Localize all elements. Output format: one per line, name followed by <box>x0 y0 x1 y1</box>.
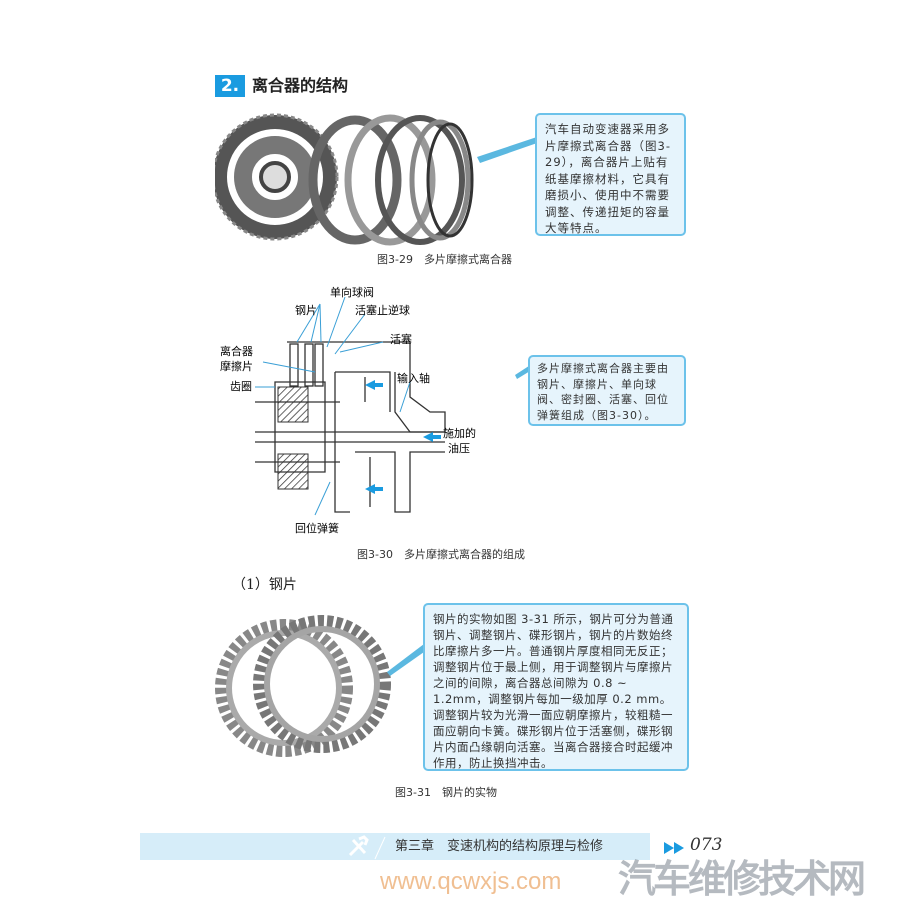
label-ring-gear: 齿圈 <box>230 380 252 393</box>
label-piston-check-ball: 活塞止逆球 <box>355 303 410 317</box>
double-arrow-icon <box>664 842 684 854</box>
label-input-shaft: 输入轴 <box>397 371 430 385</box>
watermark-url: www.qcwxjs.com <box>380 868 562 895</box>
section-title: 离合器的结构 <box>252 76 349 95</box>
label-oil-pressure: 油压 <box>448 441 470 455</box>
callout-fig-31: 钢片的实物如图 3-31 所示，钢片可分为普通钢片、调整钢片、碟形钢片，钢片的片… <box>423 603 689 771</box>
label-check-ball-valve: 单向球阀 <box>330 285 374 299</box>
callout-pointer <box>477 137 535 163</box>
subsection-heading: （1）钢片 <box>232 577 297 593</box>
label-applied-oil: 施加的 <box>443 426 476 440</box>
clutch-diagram: 单向球阀 钢片 活塞止逆球 活塞 离合器 摩擦片 齿圈 输入轴 施加的 油压 回… <box>220 285 535 535</box>
steel-plates-photo <box>215 615 424 757</box>
caption-fig-30: 图3-30 多片摩擦式离合器的组成 <box>357 548 525 561</box>
footer-chapter: 第三章 变速机构的结构原理与检修 <box>395 839 604 854</box>
footer-band <box>140 833 650 860</box>
label-friction-plates: 摩擦片 <box>220 359 253 373</box>
label-piston: 活塞 <box>390 332 412 346</box>
callout-pointer <box>387 644 424 676</box>
tools-icon <box>348 835 386 860</box>
caption-fig-29: 图3-29 多片摩擦式离合器 <box>377 253 512 266</box>
watermark-logo: 汽车维修技术网 <box>618 857 866 901</box>
caption-fig-31: 图3-31 钢片的实物 <box>395 786 497 799</box>
label-clutch: 离合器 <box>220 344 253 358</box>
clutch-photo <box>215 113 535 246</box>
callout-fig-29: 汽车自动变速器采用多片摩擦式离合器（图3-29），离合器片上贴有纸基摩擦材料，它… <box>535 113 686 236</box>
section-number: 2. <box>215 75 245 97</box>
page-number: 073 <box>690 835 723 855</box>
label-return-spring: 回位弹簧 <box>295 521 339 535</box>
label-steel-plates: 钢片 <box>295 304 317 317</box>
callout-fig-30: 多片摩擦式离合器主要由钢片、摩擦片、单向球阀、密封圈、活塞、回位弹簧组成（图3-… <box>528 355 686 426</box>
